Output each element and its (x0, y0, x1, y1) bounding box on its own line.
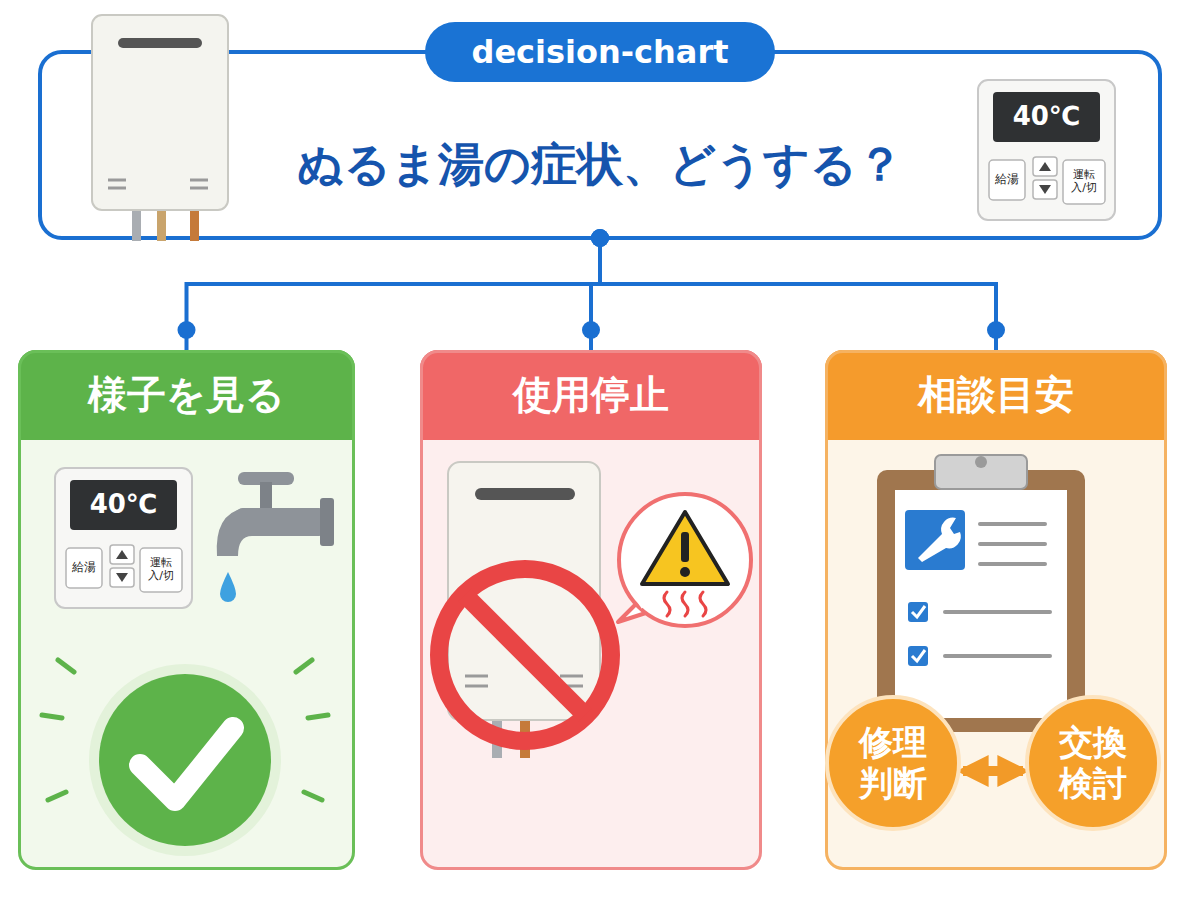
card-heading: 相談目安 (828, 353, 1164, 437)
repair-circle: 修理判断 (825, 695, 961, 831)
chart-tag: decision-chart (425, 22, 775, 82)
button-label: 給湯 (989, 160, 1025, 200)
display-reading: 40℃ (993, 92, 1100, 142)
card-heading: 使用停止 (423, 353, 759, 437)
watch-card: 様子を見る (18, 350, 355, 870)
connector (178, 229, 610, 350)
connector (963, 771, 1023, 772)
button-label: 運転 入/切 (140, 548, 182, 592)
card-heading: 様子を見る (21, 353, 352, 437)
replace-circle: 交換検討 (1025, 695, 1161, 831)
connector (591, 229, 1005, 350)
stop-card: 使用停止 (420, 350, 762, 870)
node-label: decision-chart (471, 33, 728, 71)
chart-title: ぬるま湯の症状、どうする？ (297, 134, 903, 196)
connector (582, 229, 609, 350)
display-reading: 40℃ (70, 480, 177, 530)
node-label: 交換検討 (1057, 722, 1128, 804)
button-label: 運転 入/切 (1063, 160, 1105, 204)
button-label: 給湯 (66, 548, 102, 588)
node-label: 修理判断 (857, 722, 928, 804)
consult-card: 相談目安修理判断 交換検討 (825, 350, 1167, 870)
header-box: ぬるま湯の症状、どうする？decision-chart (40, 52, 1160, 238)
